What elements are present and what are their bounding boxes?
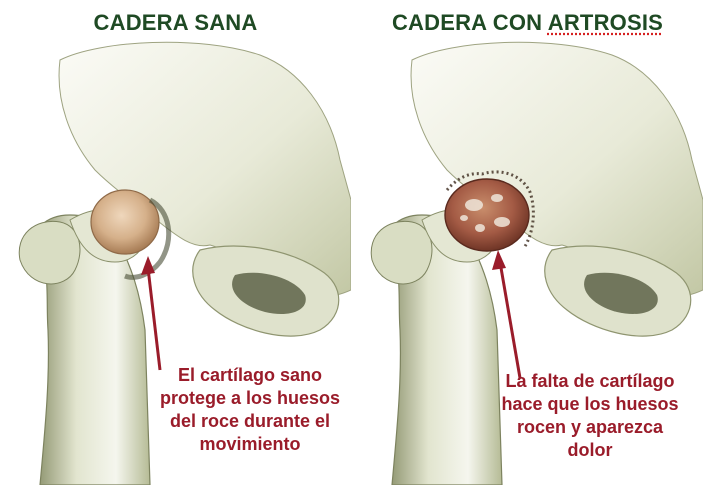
caption-line: rocen y aparezca <box>477 416 703 439</box>
title-text-underlined: ARTROSIS <box>548 10 663 35</box>
caption-line: La falta de cartílago <box>477 370 703 393</box>
femoral-head-cartilage-shape <box>91 190 159 254</box>
arthritic-hip-caption: La falta de cartílago hace que los hueso… <box>477 370 703 462</box>
title-text: CADERA SANA <box>94 10 258 35</box>
caption-line: protege a los huesos <box>150 387 350 410</box>
healthy-hip-title: CADERA SANA <box>0 10 351 36</box>
damaged-femoral-head-shape <box>445 179 529 251</box>
pointer-arrow <box>500 262 520 378</box>
caption-line: dolor <box>477 439 703 462</box>
greater-trochanter-shape <box>19 221 80 284</box>
pointer-arrow <box>148 268 160 370</box>
pointer-arrowhead <box>492 250 506 270</box>
arthritic-hip-panel: CADERA CON ARTROSIS La falta de cartílag… <box>352 0 703 485</box>
greater-trochanter-shape <box>371 221 432 284</box>
caption-line: movimiento <box>150 433 350 456</box>
pointer-arrowhead <box>141 256 155 275</box>
caption-line: del roce durante el <box>150 410 350 433</box>
healthy-hip-caption: El cartílago sano protege a los huesos d… <box>150 364 350 456</box>
arthritic-hip-title: CADERA CON ARTROSIS <box>352 10 703 36</box>
healthy-hip-panel: CADERA SANA El cartílago sano protege a … <box>0 0 351 485</box>
title-text: CADERA CON <box>392 10 542 35</box>
caption-line: hace que los huesos <box>477 393 703 416</box>
caption-line: El cartílago sano <box>150 364 350 387</box>
